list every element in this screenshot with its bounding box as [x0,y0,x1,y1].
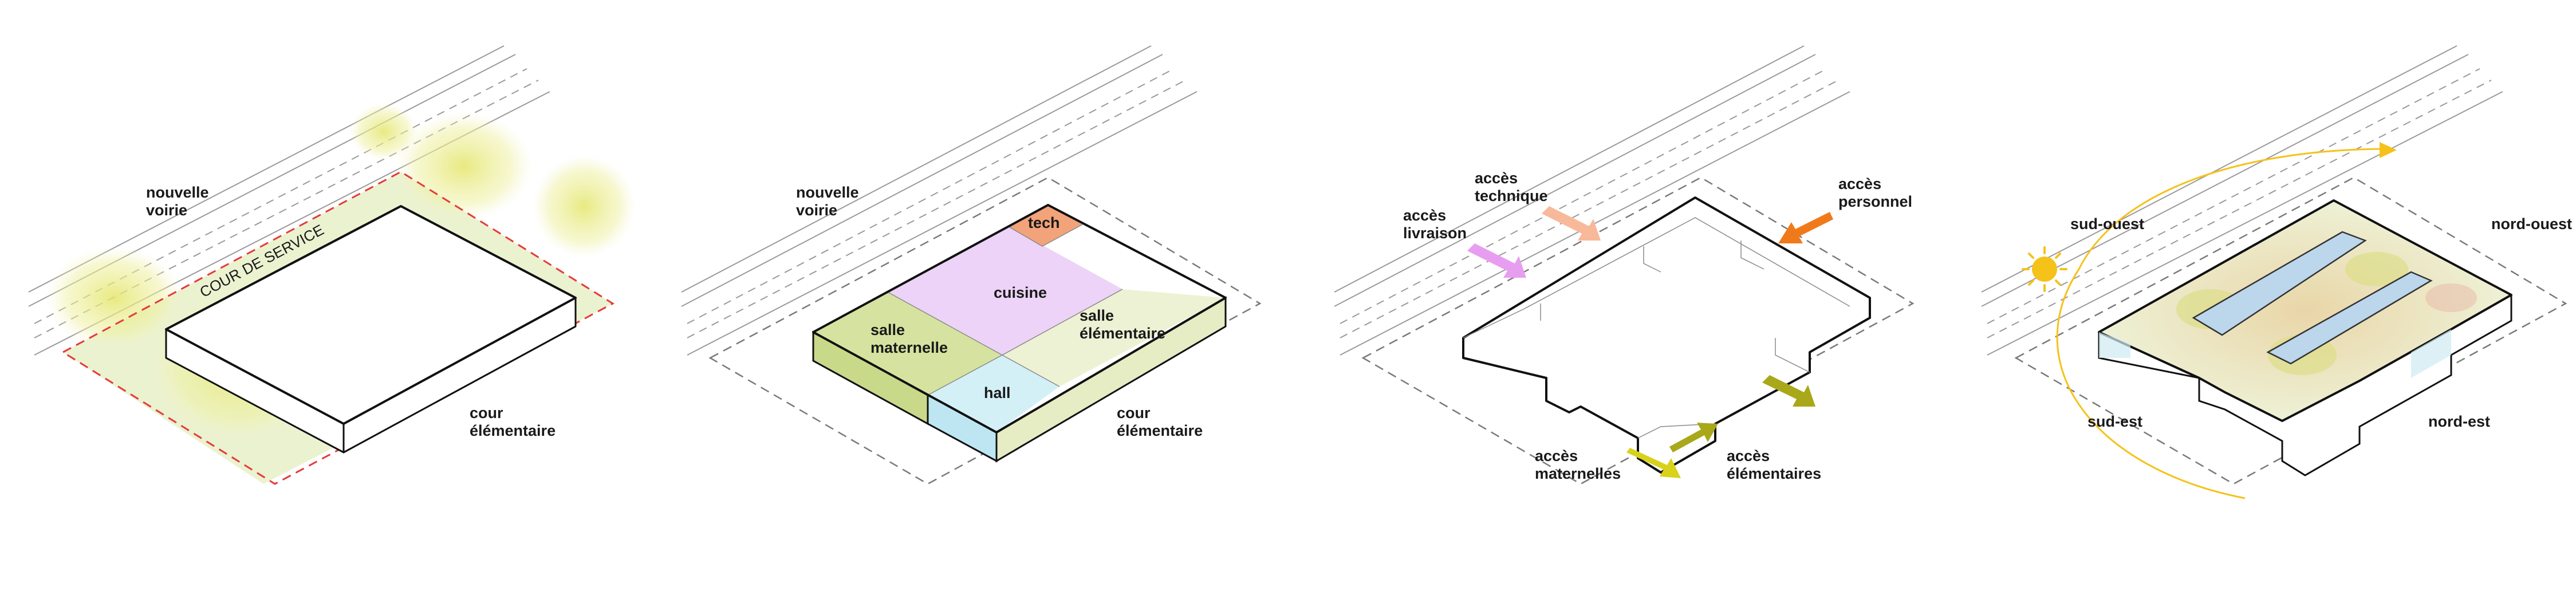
court-label-text: cour [470,404,503,421]
green-roof [2098,199,2512,422]
nord-est-label: nord-est [2428,413,2490,430]
nord-ouest-label: nord-ouest [2491,215,2572,233]
skylight [2266,271,2433,365]
salle-elementaire-label-text: salle [1080,307,1114,324]
court-label-text-line: élémentaire [470,422,556,439]
service-court-outline [61,171,615,485]
hall-label: hall [984,384,1011,401]
nord-est-label-text: nord-est [2428,413,2490,430]
road-label-text-line: voirie [146,202,187,219]
arrow-acces-personnel [1778,212,1833,243]
building-outline [1462,196,1871,474]
road-lines [1334,45,1850,356]
site-boundary [708,176,1262,485]
arrow-acces-elementaires [1669,423,1718,452]
panel-orientation: sud-ouest nord-ouest sud-est nord-est [1981,45,2572,499]
court-label-text-line: élémentaire [1117,422,1203,439]
acces-personnel-label-text: accès [1838,175,1881,192]
tech-label: tech [1028,214,1060,231]
skylight [2192,231,2367,336]
acces-maternelles-label-text: accès [1535,447,1578,464]
acces-personnel-label-text-line: personnel [1838,193,1912,210]
salle-maternelle-label-text-line: maternelle [871,339,948,356]
program-block [812,204,1227,463]
arrow-acces-livraison [1467,243,1526,278]
acces-technique-label-text: accès [1475,170,1518,187]
acces-maternelles-label-text-line: maternelles [1535,465,1621,482]
road-lines [681,45,1198,356]
road-label-text: nouvelle [146,184,209,201]
acces-livraison-label-text: accès [1403,207,1446,224]
acces-elementaires-label-text-line: élémentaires [1727,465,1821,482]
acces-livraison-label-text-line: livraison [1403,224,1467,242]
acces-technique-label-text-line: technique [1475,187,1548,204]
green-roof-building [2098,199,2512,476]
sud-ouest-label-text: sud-ouest [2070,215,2144,233]
cuisine-zone [888,226,1122,355]
arrow-acces-maternelles [1626,448,1681,478]
road-label-text-line: voirie [796,202,837,219]
sun-icon [2022,246,2067,292]
salle-elementaire-label-text-line: élémentaire [1080,325,1165,342]
tech-zone [1008,205,1082,246]
salle-elementaire-zone [1002,289,1226,387]
arrow-acces-technique [1542,206,1601,241]
sud-ouest-label: sud-ouest [2070,215,2144,233]
court-label-text: cour [1117,404,1151,421]
tech-label-text: tech [1028,214,1060,231]
site-boundary [2014,176,2567,485]
nord-ouest-label-text: nord-ouest [2491,215,2572,233]
road-label-text: nouvelle [796,184,859,201]
cuisine-label-text: cuisine [994,284,1047,301]
acces-elementaires-label-text: accès [1727,447,1770,464]
cuisine-label: cuisine [994,284,1047,301]
road-lines [1981,45,2503,356]
building-block [165,205,577,454]
salle-maternelle-zone [813,292,1002,395]
sun-path-arrowhead [2380,142,2397,158]
hall-zone [928,355,1059,432]
salle-maternelle-label-text: salle [871,321,905,338]
arrow-acces-elementaires-exit [1762,375,1815,407]
sun-path-arrow-icon [2056,148,2389,499]
sud-est-label: sud-est [2087,413,2142,430]
sud-est-label-text: sud-est [2087,413,2142,430]
hall-label-text: hall [984,384,1011,401]
